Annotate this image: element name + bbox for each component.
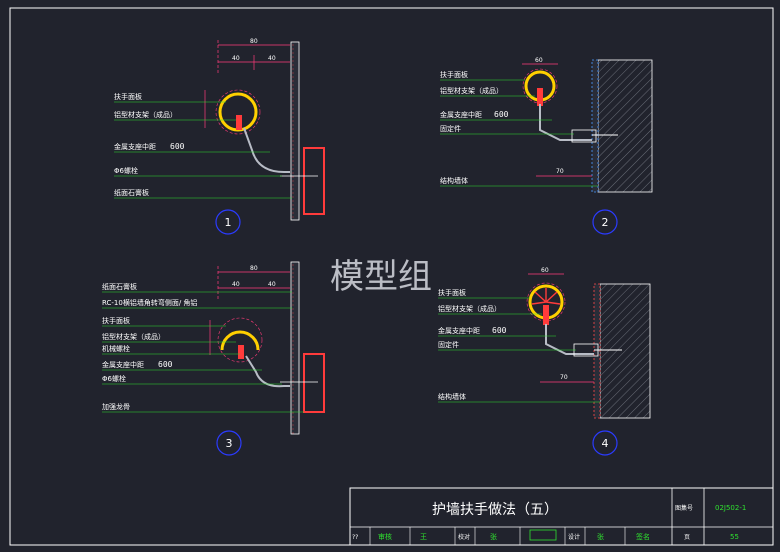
detail-1-callout-number: 1 — [225, 216, 232, 229]
detail-4: 60 70 扶手面板 铝型材支架（成品） 金属支座中距 600 固定件 结构墙体… — [438, 267, 651, 456]
detail-4-dim-a: 60 — [541, 267, 549, 274]
detail-3-callout — [216, 430, 242, 456]
title-block-cell-2: 王 — [420, 533, 427, 541]
title-block-signature-box — [529, 529, 557, 541]
detail-4-spacing-value: 600 — [492, 326, 507, 335]
detail-2: 60 70 扶手面板 铝型材支架（成品） 金属支座中距 600 固定件 结构墙体… — [440, 57, 653, 235]
detail-1-stud — [303, 147, 325, 215]
detail-3-dim-total: 80 — [250, 265, 258, 272]
detail-3-label-7: 加强龙骨 — [102, 402, 130, 411]
detail-3-label-5: 金属支座中距 — [102, 360, 144, 369]
detail-4-label-4: 结构墙体 — [438, 392, 466, 401]
detail-3-callout-number: 3 — [226, 437, 233, 450]
detail-2-label-3: 固定件 — [440, 124, 461, 133]
detail-1-label-1: 铝型材支架（成品） — [114, 110, 177, 119]
detail-1-dim-b: 40 — [268, 55, 276, 62]
detail-3-wall — [290, 261, 300, 435]
detail-4-callout — [592, 430, 618, 456]
detail-4-label-3: 固定件 — [438, 340, 459, 349]
detail-1: 80 40 40 扶手面板 铝型材支架（成品） 金属支座中距 600 Φ6螺栓 … — [114, 38, 325, 235]
detail-2-dim-b: 70 — [556, 168, 564, 175]
detail-2-label-1: 铝型材支架（成品） — [440, 86, 503, 95]
detail-2-callout — [592, 209, 618, 235]
detail-2-label-0: 扶手面板 — [440, 70, 468, 79]
detail-3-spacing-value: 600 — [158, 360, 173, 369]
detail-1-label-2: 金属支座中距 — [114, 142, 156, 151]
detail-2-wall — [597, 59, 653, 193]
detail-3-handrail — [220, 330, 260, 351]
detail-1-spacing-value: 600 — [170, 142, 185, 151]
detail-1-label-0: 扶手面板 — [114, 92, 142, 101]
title-block-cell-7: 签名 — [636, 532, 650, 541]
title-block: 护墙扶手做法（五） 图集号 02J502-1 页 55 ?? 审核 王 校对 张… — [349, 487, 774, 546]
detail-4-label-2: 金属支座中距 — [438, 326, 480, 335]
detail-2-bracket-arm — [539, 104, 592, 141]
detail-4-label-1: 铝型材支架（成品） — [438, 304, 501, 313]
title-block-cell-0: ?? — [352, 534, 358, 541]
detail-3-dim-b: 40 — [268, 281, 276, 288]
title-block-title: 护墙扶手做法（五） — [432, 502, 558, 518]
detail-3-label-0: 纸面石膏板 — [102, 282, 137, 291]
detail-4-dim-b: 70 — [560, 374, 568, 381]
detail-1-label-4: 纸面石膏板 — [114, 188, 149, 197]
detail-3-bracket-arm — [245, 355, 290, 388]
detail-2-dim-a: 60 — [535, 57, 543, 64]
detail-3-label-3: 铝型材支架（成品） — [102, 332, 165, 341]
detail-3-label-2: 扶手面板 — [102, 316, 130, 325]
detail-3: 80 40 40 纸面石膏板 RC-10横铝墙角转弯侧面/ 角铝 扶手面板 铝型… — [102, 261, 325, 456]
detail-2-label-4: 结构墙体 — [440, 176, 468, 185]
detail-4-bracket-arm — [545, 324, 594, 355]
title-block-cell-1: 审核 — [378, 532, 392, 541]
detail-2-callout-number: 2 — [602, 216, 609, 229]
detail-1-dim-a: 40 — [232, 55, 240, 62]
title-block-drawing-no: 02J502-1 — [715, 504, 746, 512]
detail-3-label-1: RC-10横铝墙角转弯侧面/ 角铝 — [102, 298, 197, 307]
detail-4-label-0: 扶手面板 — [438, 288, 466, 297]
title-block-page-label: 页 — [684, 534, 690, 541]
detail-1-label-3: Φ6螺栓 — [114, 166, 138, 175]
detail-2-label-2: 金属支座中距 — [440, 110, 482, 119]
detail-3-label-4: 机械螺栓 — [102, 344, 130, 353]
detail-3-stud — [303, 353, 325, 413]
detail-3-dim-a: 40 — [232, 281, 240, 288]
detail-4-callout-number: 4 — [602, 437, 609, 450]
title-block-cell-4: 张 — [490, 532, 497, 541]
detail-3-label-6: Φ6螺栓 — [102, 374, 126, 383]
title-block-drawing-no-label: 图集号 — [675, 504, 693, 512]
watermark: 模型组 — [330, 257, 432, 297]
title-block-cell-3: 校对 — [458, 533, 470, 541]
detail-1-dim-total: 80 — [250, 38, 258, 45]
detail-4-wall — [599, 283, 651, 419]
detail-1-bracket-arm — [243, 127, 290, 173]
title-block-page-value: 55 — [730, 533, 739, 541]
detail-1-callout — [215, 209, 241, 235]
title-block-cell-6: 张 — [597, 532, 604, 541]
detail-1-wall — [290, 41, 300, 221]
detail-2-spacing-value: 600 — [494, 110, 509, 119]
title-block-cell-5: 设计 — [568, 533, 580, 541]
